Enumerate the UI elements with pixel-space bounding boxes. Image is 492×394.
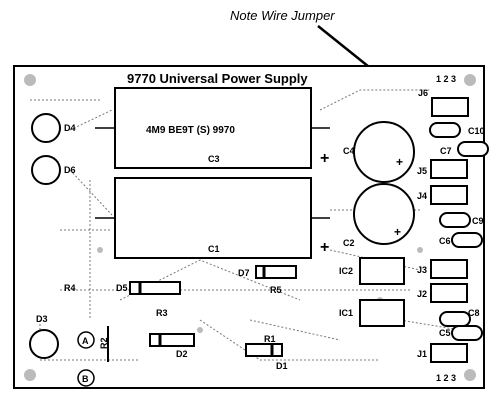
- capacitor-c3: [114, 87, 312, 169]
- c4-plus: +: [396, 155, 403, 169]
- label-d5: D5: [116, 283, 128, 293]
- label-c6: C6: [439, 236, 451, 246]
- jumper-j2: [430, 283, 468, 303]
- led-d3: [29, 329, 59, 359]
- jumper-j3: [430, 259, 468, 279]
- board-texture: [24, 74, 476, 381]
- jumper-j1: [430, 343, 468, 363]
- label-j3: J3: [417, 265, 427, 275]
- cap-c9: [439, 212, 471, 228]
- label-d4: D4: [64, 123, 76, 133]
- label-r1: R1: [264, 334, 276, 344]
- label-j5: J5: [417, 166, 427, 176]
- capacitor-c4: [353, 121, 415, 183]
- c3-plus: +: [320, 150, 329, 167]
- label-d1: D1: [276, 361, 288, 371]
- cap-c5: [451, 325, 483, 341]
- label-j4: J4: [417, 191, 427, 201]
- cap-c7: [457, 141, 489, 157]
- label-c5: C5: [439, 328, 451, 338]
- jumper-j6: [431, 97, 469, 117]
- capacitor-c1: [114, 177, 312, 259]
- label-d7: D7: [238, 268, 250, 278]
- diode-d7: [255, 265, 297, 279]
- label-a: A: [82, 336, 89, 346]
- ceramic-caps: [429, 122, 489, 341]
- note-wire-jumper: Note Wire Jumper: [230, 8, 335, 23]
- cap-c8: [439, 311, 471, 327]
- label-r4: R4: [64, 283, 76, 293]
- label-r3: R3: [156, 308, 168, 318]
- label-d2: D2: [176, 349, 188, 359]
- label-c9: C9: [472, 216, 484, 226]
- label-ic2: IC2: [339, 266, 353, 276]
- capacitor-c2: [353, 183, 415, 245]
- diode-d2: [149, 333, 195, 347]
- label-b: B: [82, 374, 89, 384]
- label-j6: J6: [418, 88, 428, 98]
- cap-c6: [451, 232, 483, 248]
- diode-d5: [129, 281, 181, 295]
- label-r2: R2: [99, 337, 109, 349]
- diode-d1: [245, 343, 283, 357]
- cap-c10: [429, 122, 461, 138]
- ic1: [359, 299, 405, 327]
- label-c10: C10: [468, 126, 485, 136]
- label-c1: C1: [208, 244, 220, 254]
- label-c7: C7: [440, 146, 452, 156]
- c2-plus: +: [394, 225, 401, 239]
- label-c8: C8: [468, 308, 480, 318]
- ic2: [359, 257, 405, 285]
- jumper-j4: [430, 185, 468, 205]
- label-d6: D6: [64, 165, 76, 175]
- c3-print: 4M9 BE9T (S) 9970: [146, 125, 235, 136]
- label-c2: C2: [343, 238, 355, 248]
- top-pin-numbers: 1 2 3: [436, 74, 456, 84]
- label-d3: D3: [36, 314, 48, 324]
- label-c4: C4: [343, 146, 355, 156]
- board-title: 9770 Universal Power Supply: [127, 71, 308, 86]
- terminal-a: [77, 331, 95, 349]
- c1-plus: +: [320, 239, 329, 256]
- bottom-pin-numbers: 1 2 3: [436, 373, 456, 383]
- led-d6: [31, 155, 61, 185]
- label-j1: J1: [417, 349, 427, 359]
- label-c3: C3: [208, 154, 220, 164]
- jumpers: [430, 97, 469, 363]
- label-j2: J2: [417, 289, 427, 299]
- led-d4: [31, 113, 61, 143]
- jumper-j5: [430, 159, 468, 179]
- terminal-b: [77, 369, 95, 387]
- label-r5: R5: [270, 285, 282, 295]
- label-ic1: IC1: [339, 308, 353, 318]
